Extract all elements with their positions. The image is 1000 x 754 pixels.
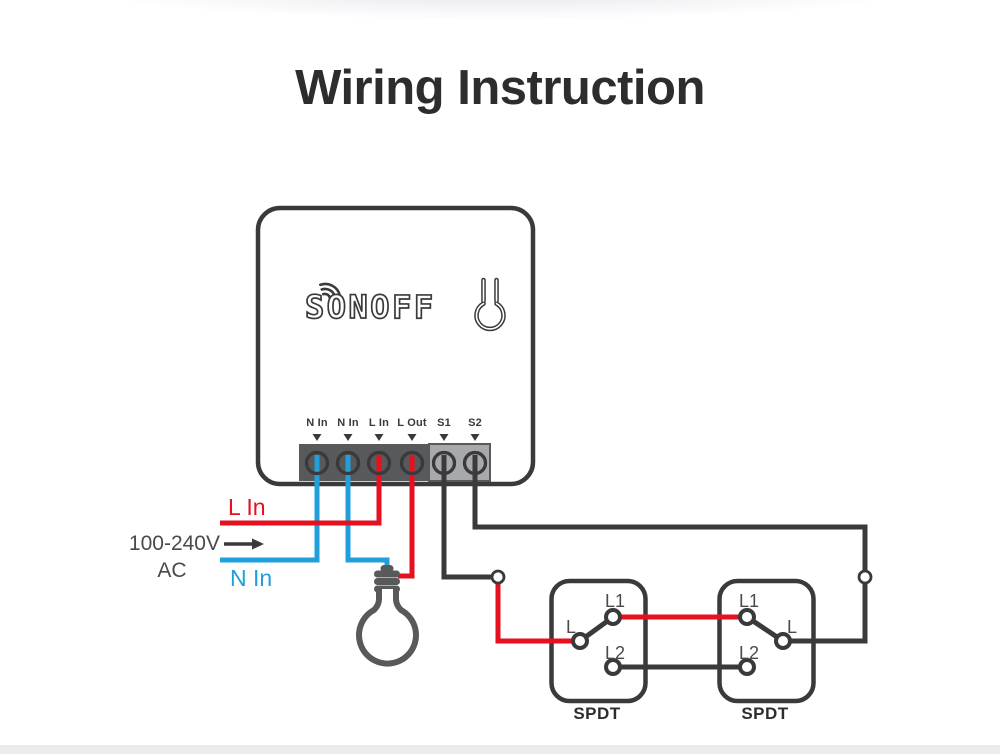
junction-node-s1 bbox=[490, 569, 506, 585]
switch-terminal-contacts bbox=[571, 608, 792, 676]
switch2-l2-label: L2 bbox=[738, 643, 760, 663]
ac-label: AC bbox=[157, 559, 187, 582]
bottom-section-divider bbox=[0, 745, 1000, 754]
junction-node-s2 bbox=[857, 569, 873, 585]
switch1-name-label: SPDT bbox=[573, 704, 621, 723]
switch1-l2-label: L2 bbox=[604, 643, 626, 663]
switch2-l-label: L bbox=[786, 617, 798, 637]
line-in-label: L In bbox=[228, 494, 266, 520]
wire-neutral-in bbox=[220, 455, 320, 563]
switch2-l1-label: L1 bbox=[738, 591, 760, 611]
wire-node-to-switch1 bbox=[495, 577, 574, 644]
switch1-l1-label: L1 bbox=[604, 591, 626, 611]
terminal-screw-rings bbox=[304, 450, 488, 476]
terminal-label-s2: S2 bbox=[468, 417, 482, 429]
terminal-label-l-in: L In bbox=[368, 417, 390, 429]
light-bulb-icon bbox=[356, 565, 419, 667]
wire-s1 bbox=[441, 455, 498, 580]
wire-neutral-to-lamp bbox=[345, 455, 390, 569]
terminal-label-s1: S1 bbox=[437, 417, 451, 429]
terminal-label-l-out: L Out bbox=[397, 417, 427, 429]
neutral-in-label: N In bbox=[230, 565, 273, 591]
wire-s2 bbox=[472, 455, 868, 644]
voltage-label: 100-240V bbox=[128, 532, 220, 555]
terminal-label-n-in-1: N In bbox=[306, 417, 328, 429]
touch-power-icon bbox=[474, 277, 506, 332]
terminal-arrow-markers bbox=[312, 434, 480, 441]
switch2-name-label: SPDT bbox=[741, 704, 789, 723]
sonoff-logo: SONOFF bbox=[304, 287, 436, 327]
wifi-signal-icon bbox=[319, 282, 342, 299]
page-title: Wiring Instruction bbox=[295, 61, 705, 115]
ac-flow-arrow-icon bbox=[224, 538, 264, 550]
wire-line-in bbox=[220, 455, 382, 526]
switch1-l-label: L bbox=[565, 617, 577, 637]
terminal-label-n-in-2: N In bbox=[337, 417, 359, 429]
wire-line-out-to-lamp bbox=[398, 455, 415, 579]
device-outline bbox=[255, 205, 536, 487]
